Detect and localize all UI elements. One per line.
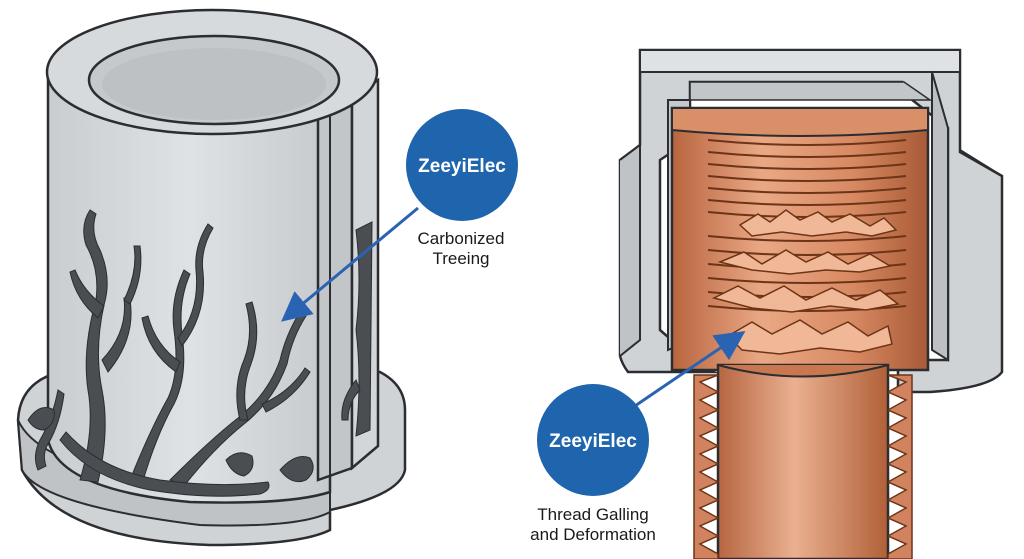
threaded-connector: [618, 48, 1004, 559]
callout-galling: ZeeyiElec Thread Galling and Deformation: [530, 384, 656, 544]
callout-label-line2: Treeing: [432, 249, 489, 268]
pin-external-threads: [693, 374, 913, 559]
badge-circle: [406, 109, 518, 221]
bushing-body: [46, 68, 332, 504]
insulating-bushing: [16, 8, 407, 547]
badge-circle: [537, 384, 649, 496]
callout-treeing: ZeeyiElec Carbonized Treeing: [406, 109, 518, 268]
copper-pin: [716, 363, 890, 559]
carbonized-treeing: [27, 209, 373, 497]
badge-label: ZeeyiElec: [549, 431, 637, 452]
callout-arrow-galling: [625, 330, 746, 414]
bushing-cutaway-wall: [316, 96, 354, 482]
callout-label-line2: and Deformation: [530, 525, 656, 544]
badge-label: ZeeyiElec: [418, 156, 506, 177]
callout-arrow-treeing: [281, 206, 419, 322]
callout-label-line1: Carbonized: [418, 229, 505, 248]
callout-label-line1: Thread Galling: [537, 505, 649, 524]
thread-galling: [711, 209, 900, 355]
